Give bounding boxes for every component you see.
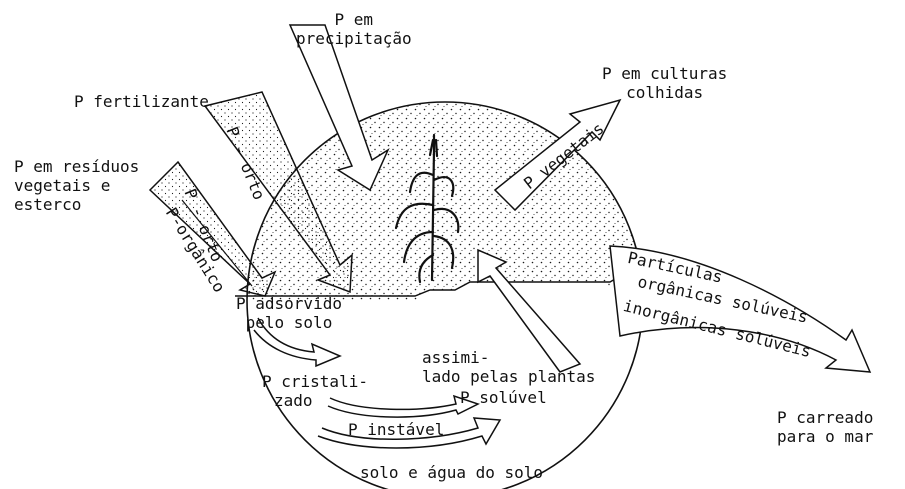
adsorbed-label: P adsorvido pelo solo <box>236 294 342 332</box>
fertilizer-label: P fertilizante <box>74 92 209 111</box>
residues-label: P em resíduos vegetais e esterco <box>14 157 139 214</box>
assimilated-label: assimi- lado pelas plantas <box>422 348 595 386</box>
precipitation-label: P em precipitação <box>296 10 412 48</box>
carried-to-sea-label: P carreado para o mar <box>777 408 873 446</box>
soil-water-label: solo e água do solo <box>360 463 543 482</box>
soluble-p-label: P solúvel <box>460 388 547 407</box>
crystallized-label: P cristali- zado <box>262 372 368 410</box>
unstable-p-label: P instável <box>348 420 444 439</box>
harvested-crops-label: P em culturas colhidas <box>602 64 727 102</box>
